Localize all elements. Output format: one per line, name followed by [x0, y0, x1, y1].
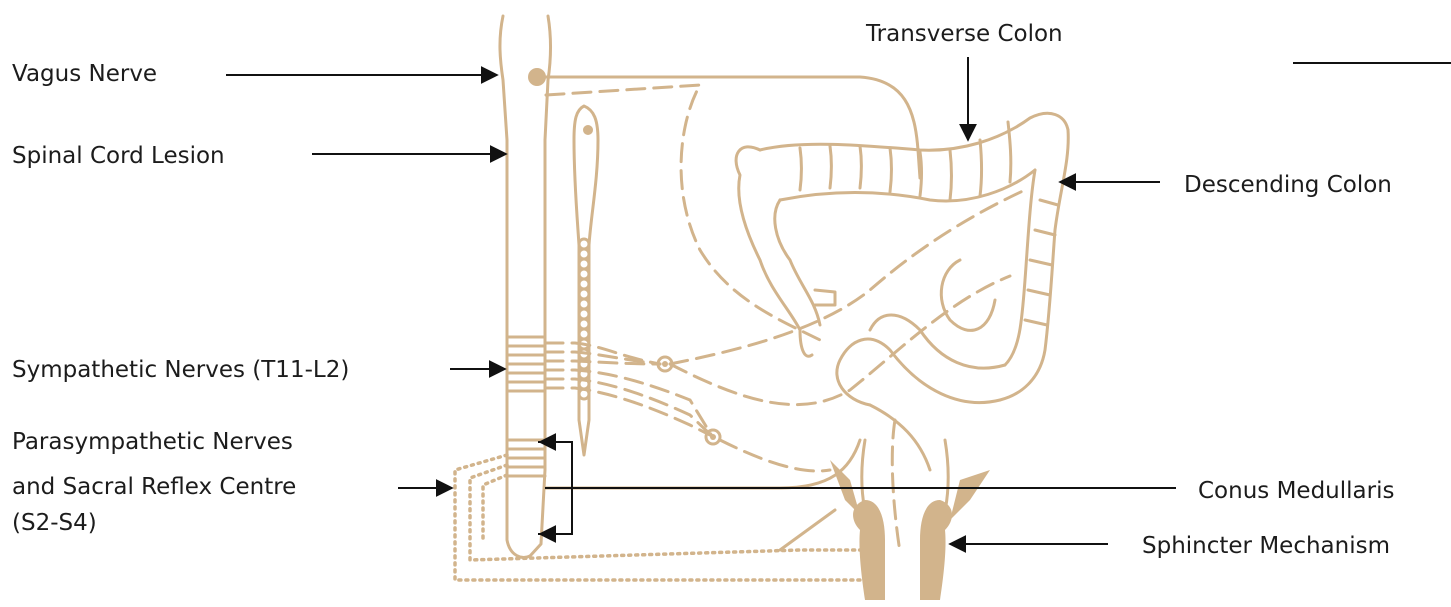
- vagus-node: [528, 68, 546, 86]
- label-parasympathetic-line1: Parasympathetic Nerves: [12, 429, 293, 455]
- pelvic-nerve: [545, 440, 860, 488]
- sympathetic-chain: [574, 106, 598, 455]
- label-parasympathetic-line3: (S2-S4): [12, 510, 97, 536]
- sacral-segments: [507, 440, 545, 476]
- sacral-dotted-nerves: [455, 455, 862, 580]
- label-descending-colon: Descending Colon: [1184, 172, 1392, 198]
- label-vagus-nerve: Vagus Nerve: [12, 61, 157, 87]
- label-parasympathetic-line2: and Sacral Reflex Centre: [12, 474, 296, 500]
- label-conus-medullaris: Conus Medullaris: [1198, 478, 1394, 504]
- label-spinal-cord-lesion: Spinal Cord Lesion: [12, 143, 225, 169]
- colon: [736, 113, 1068, 560]
- sympathetic-nerves: [545, 190, 1025, 471]
- label-sphincter-mechanism: Sphincter Mechanism: [1142, 533, 1390, 559]
- pudendal-branch: [780, 510, 835, 550]
- label-transverse-colon: Transverse Colon: [865, 21, 1063, 47]
- label-sympathetic-nerves: Sympathetic Nerves (T11-L2): [12, 357, 349, 383]
- sympathetic-segments: [507, 337, 545, 391]
